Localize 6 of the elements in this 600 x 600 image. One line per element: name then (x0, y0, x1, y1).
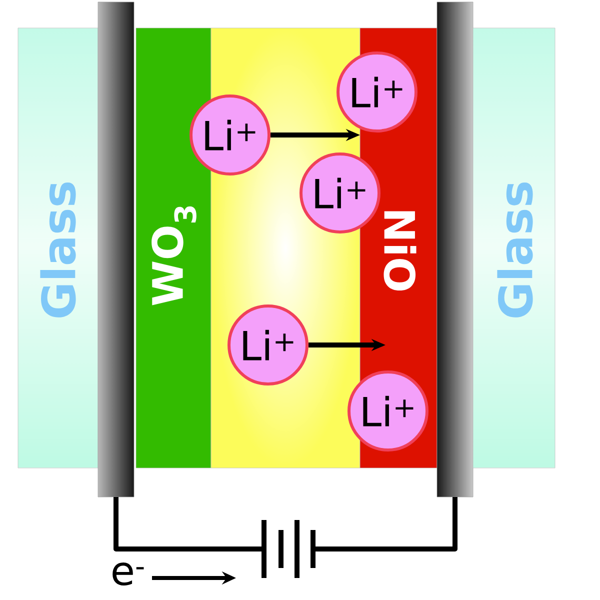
electrode-bar (98, 2, 134, 498)
electrode-bar (436, 2, 474, 498)
battery-symbol (262, 520, 316, 578)
wire (114, 497, 262, 552)
electron-label: e$^{-}$ (112, 562, 144, 586)
wire (315, 497, 458, 552)
